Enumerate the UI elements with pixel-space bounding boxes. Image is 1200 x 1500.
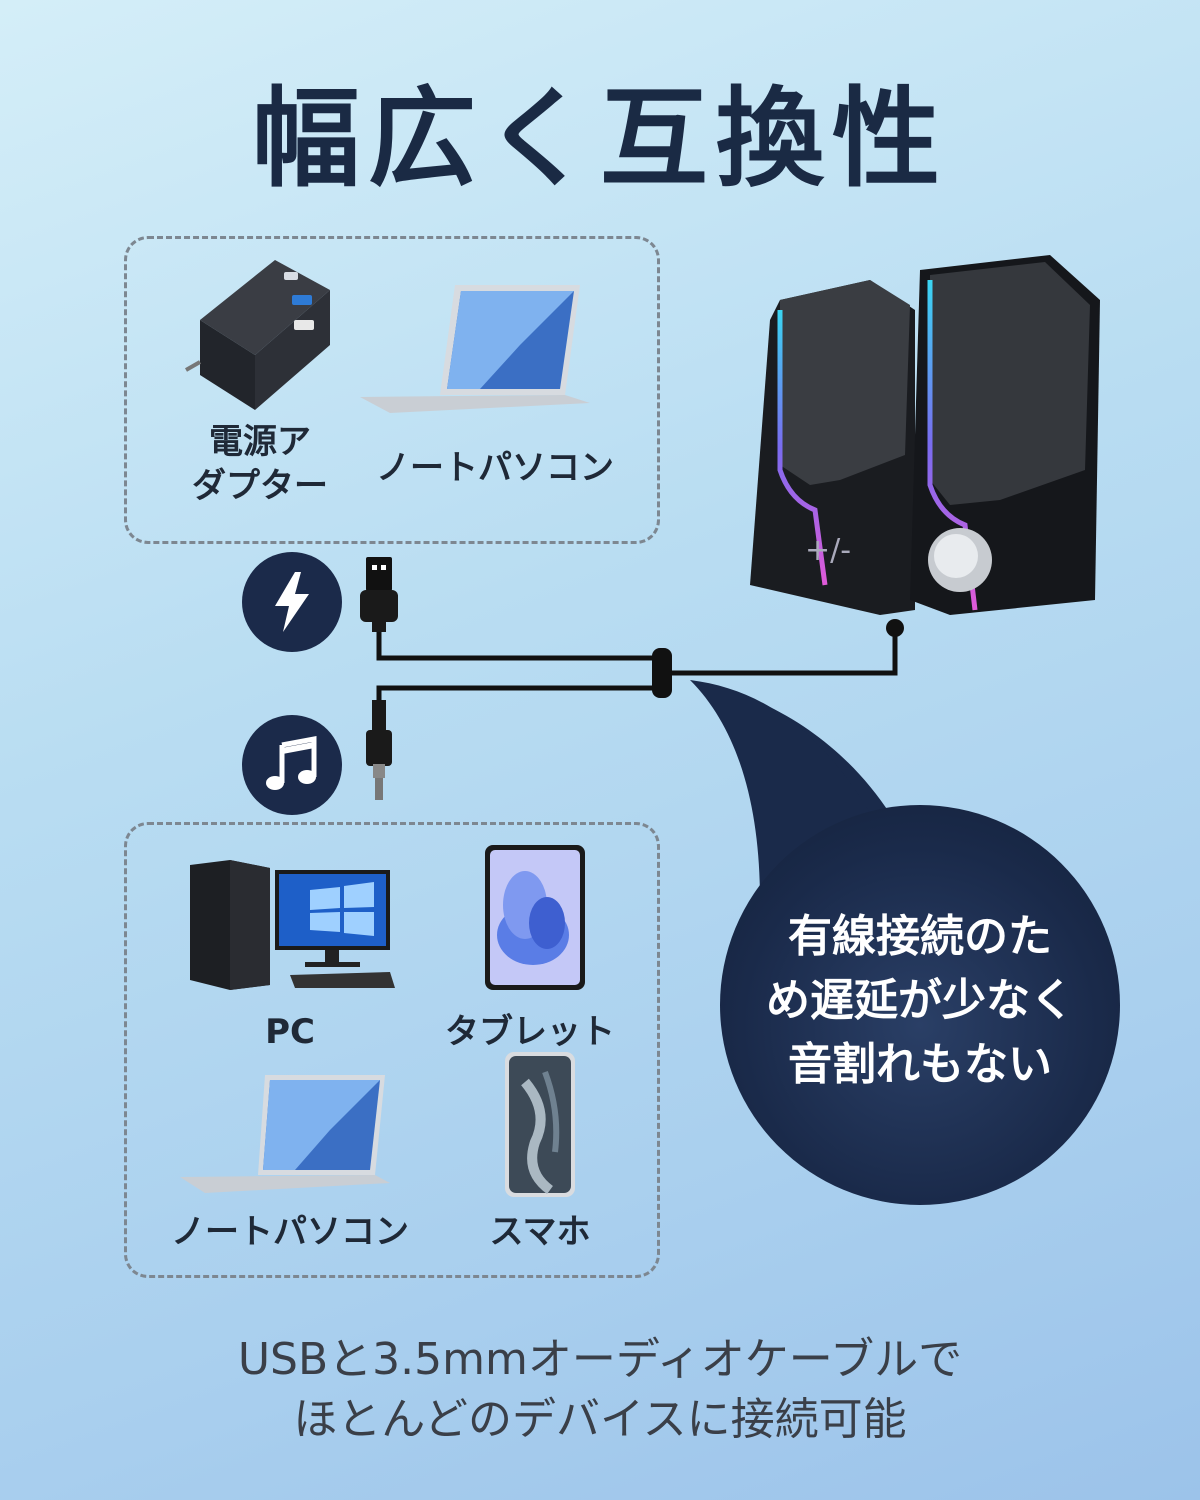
power-adapter-image (185, 260, 330, 410)
speakers-image: +/- (750, 255, 1100, 615)
laptop-label-bottom: ノートパソコン (171, 1212, 409, 1252)
pc-label: PC (265, 1012, 315, 1052)
bubble-line3: 音割れもない (788, 1039, 1052, 1090)
adapter-label: 電源ア ダプター (185, 420, 335, 508)
laptop-image-bottom (180, 1075, 390, 1193)
adapter-label-line2: ダプター (192, 466, 328, 506)
audio-source-devices-box (124, 822, 660, 1278)
power-source-devices-box (124, 236, 660, 544)
tablet-label: タブレット (445, 1012, 615, 1052)
speech-bubble (720, 805, 1120, 1205)
audio-circle (242, 715, 342, 815)
bubble-text: 有線接続のた め遅延が少なく 音割れもない (720, 905, 1120, 1097)
power-circle (242, 552, 342, 652)
pc-image (190, 860, 395, 990)
bubble-line2: め遅延が少なく (766, 975, 1074, 1026)
tablet-image (485, 845, 585, 990)
phone-label: スマホ (489, 1212, 591, 1252)
lightning-icon (275, 572, 309, 632)
svg-text:+/-: +/- (805, 533, 851, 568)
footer-line2: ほとんどのデバイスに接続可能 (293, 1394, 907, 1445)
laptop-label-top: ノートパソコン (376, 448, 614, 488)
footer-text: USBと3.5mmオーディオケーブルで ほとんどのデバイスに接続可能 (0, 1330, 1200, 1450)
page-title: 幅広く互換性 (251, 77, 948, 202)
music-note-icon (266, 735, 317, 790)
adapter-label-line1: 電源ア (209, 422, 311, 462)
bubble-line1: 有線接続のた (788, 911, 1052, 962)
laptop-image-top (360, 285, 590, 413)
footer-line1: USBと3.5mmオーディオケーブルで (237, 1334, 963, 1385)
phone-image (505, 1052, 575, 1197)
